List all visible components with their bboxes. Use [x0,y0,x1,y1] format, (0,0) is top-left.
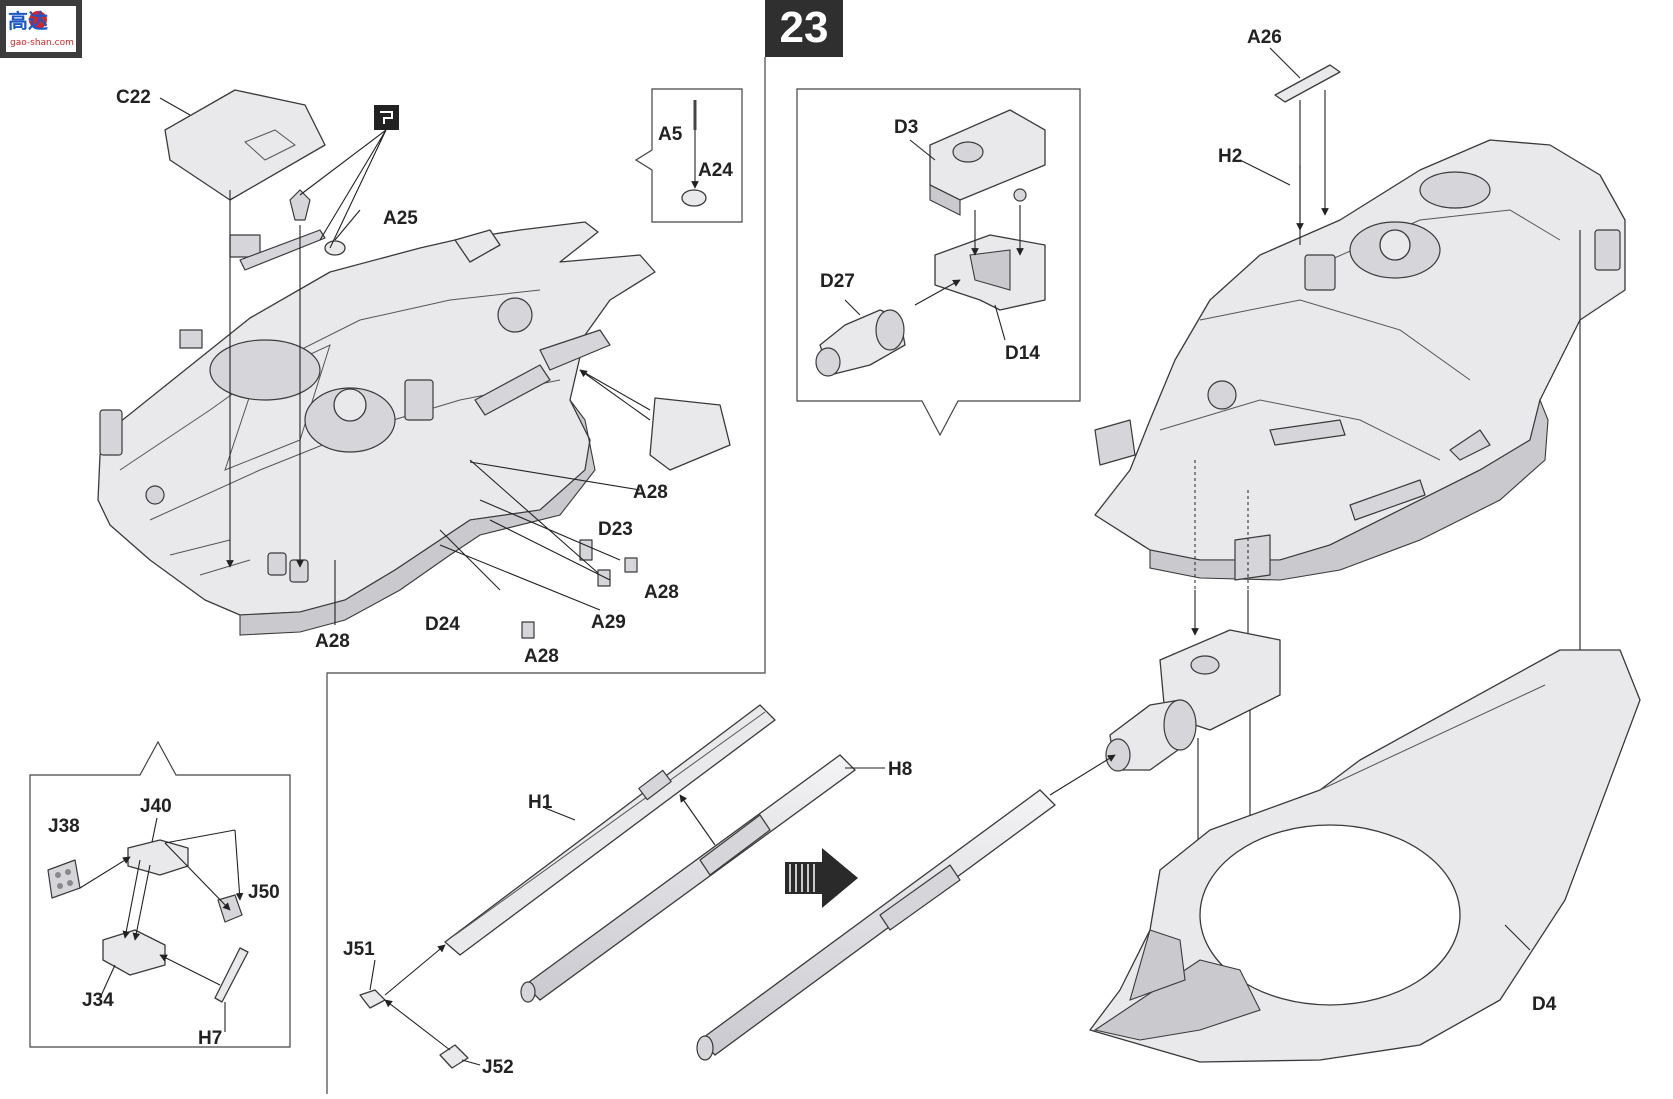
turret-right [1094,139,1626,581]
part-a25 [289,189,346,256]
label-a29: A29 [591,612,626,633]
label-j40: J40 [140,796,172,817]
part-j51 [359,989,386,1009]
part-c22 [164,89,326,201]
label-d14: D14 [1005,343,1040,364]
label-d27: D27 [820,271,855,292]
label-j38: J38 [48,816,80,837]
site-logo: 高达 gao-shan.com [0,0,82,58]
part-j50 [217,894,243,923]
label-h8: H8 [888,759,912,780]
label-d4: D4 [1532,994,1557,1015]
label-h7: H7 [198,1028,222,1049]
label-a28-left: A28 [315,631,350,652]
label-a28-bottom: A28 [524,646,559,667]
part-h8 [520,754,856,1003]
callout-frame-d3 [796,88,1081,437]
part-d27 [815,309,906,377]
part-a5-a24 [681,100,707,207]
label-j51: J51 [343,939,375,960]
label-c22: C22 [116,87,151,108]
step-number: 23 [780,3,829,52]
logo-text: 高达 [8,9,48,33]
part-small-right [334,369,731,639]
turret-left [97,221,656,636]
label-d3: D3 [894,117,918,138]
label-a28-right: A28 [644,582,679,603]
label-a28-upper: A28 [633,482,668,503]
part-j34 [102,929,166,976]
mantlet-assembly [1105,629,1281,772]
part-h1 [444,704,776,956]
barrel-assembled [696,789,1056,1061]
label-d24: D24 [425,614,460,635]
part-d14 [934,234,1046,311]
part-labels: C22 A25 A5 A24 A28 D23 A28 A29 D24 A28 A… [48,27,1557,1078]
part-j52 [439,1044,469,1069]
label-h2: H2 [1218,146,1242,167]
panel-borders [29,57,1081,1094]
label-a26: A26 [1247,27,1282,48]
part-h7 [214,947,249,1003]
label-j52: J52 [482,1057,514,1078]
part-j38 [47,859,81,899]
callout-frame-j40 [29,740,291,1048]
direction-arrow-icon [785,848,858,908]
part-a26 [1274,64,1341,103]
label-d23: D23 [598,519,633,540]
label-h1: H1 [528,792,553,813]
logo-subtext: gao-shan.com [10,38,74,48]
label-j50: J50 [248,882,280,903]
glue-icon [374,105,399,130]
label-j34: J34 [82,990,114,1011]
part-d4 [1089,649,1641,1063]
label-a25: A25 [383,208,418,229]
part-d3 [929,109,1046,216]
callout-frame-a5 [634,88,743,223]
step-number-badge: 23 [765,0,843,57]
label-a24: A24 [698,160,733,181]
label-a5: A5 [658,124,683,145]
